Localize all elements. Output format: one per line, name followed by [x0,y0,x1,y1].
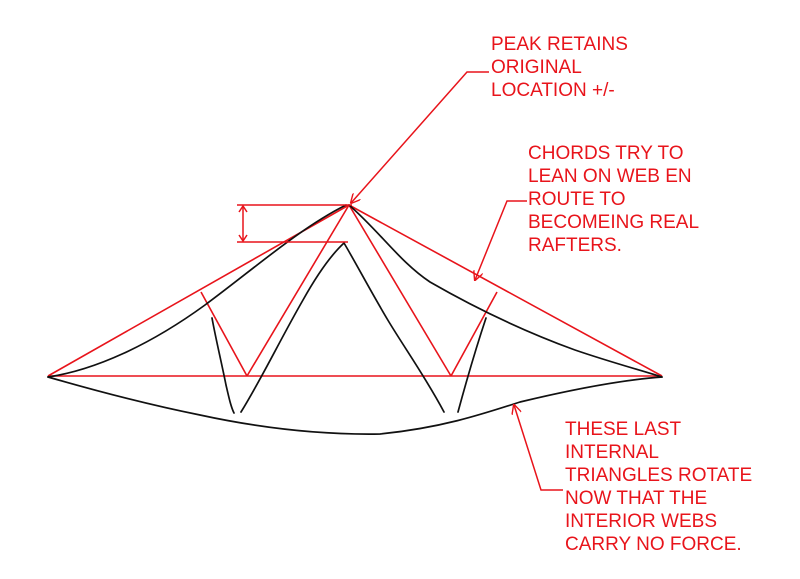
left-web-inner [246,204,350,377]
triangles-annotation-line: CARRY NO FORCE. [565,534,742,555]
peak-annotation-line: ORIGINAL [491,57,582,78]
triangles-annotation-line: TRIANGLES ROTATE [565,465,753,486]
triangles-annotation: THESE LAST INTERNAL TRIANGLES ROTATE NOW… [565,418,752,556]
deformed-bottom-chord [47,376,663,435]
deformed-left-top-chord [47,204,347,378]
chords-annotation-line: CHORDS TRY TO [528,143,684,164]
dimension-arrow-down [238,234,248,243]
original-truss [47,204,663,377]
triangles-annotation-line: INTERNAL [565,442,659,463]
right-web-inner [348,204,452,377]
chords-leader [475,200,527,280]
right-web-outer [450,291,498,377]
deformed-left-web [211,317,235,414]
deformed-left-inner-web [240,242,345,413]
leader-lines [351,71,563,491]
deformed-right-web [457,317,487,413]
chords-annotation-line: LEAN ON WEB EN [528,166,692,187]
deformed-right-top-chord [348,204,663,378]
peak-annotation: PEAK RETAINS ORIGINAL LOCATION +/- [491,33,628,102]
triangles-annotation-line: THESE LAST [565,419,682,440]
deformed-right-inner-web [343,242,445,413]
triangles-leader [514,405,563,491]
chords-annotation-line: BECOMEING REAL [528,212,700,233]
chords-annotation-line: ROUTE TO [528,189,626,210]
peak-annotation-line: LOCATION +/- [491,80,615,101]
peak-dimension [237,204,352,243]
left-web-outer [200,291,248,377]
triangles-annotation-line: NOW THAT THE [565,488,708,509]
deformed-truss [47,204,663,435]
chords-annotation-line: RAFTERS. [528,235,622,256]
peak-leader [351,71,489,203]
chords-annotation: CHORDS TRY TO LEAN ON WEB EN ROUTE TO BE… [528,142,699,257]
peak-annotation-line: PEAK RETAINS [491,34,628,55]
triangles-annotation-line: INTERIOR WEBS [565,511,718,532]
dimension-arrow-up [238,204,248,213]
right-top-chord [348,204,663,377]
